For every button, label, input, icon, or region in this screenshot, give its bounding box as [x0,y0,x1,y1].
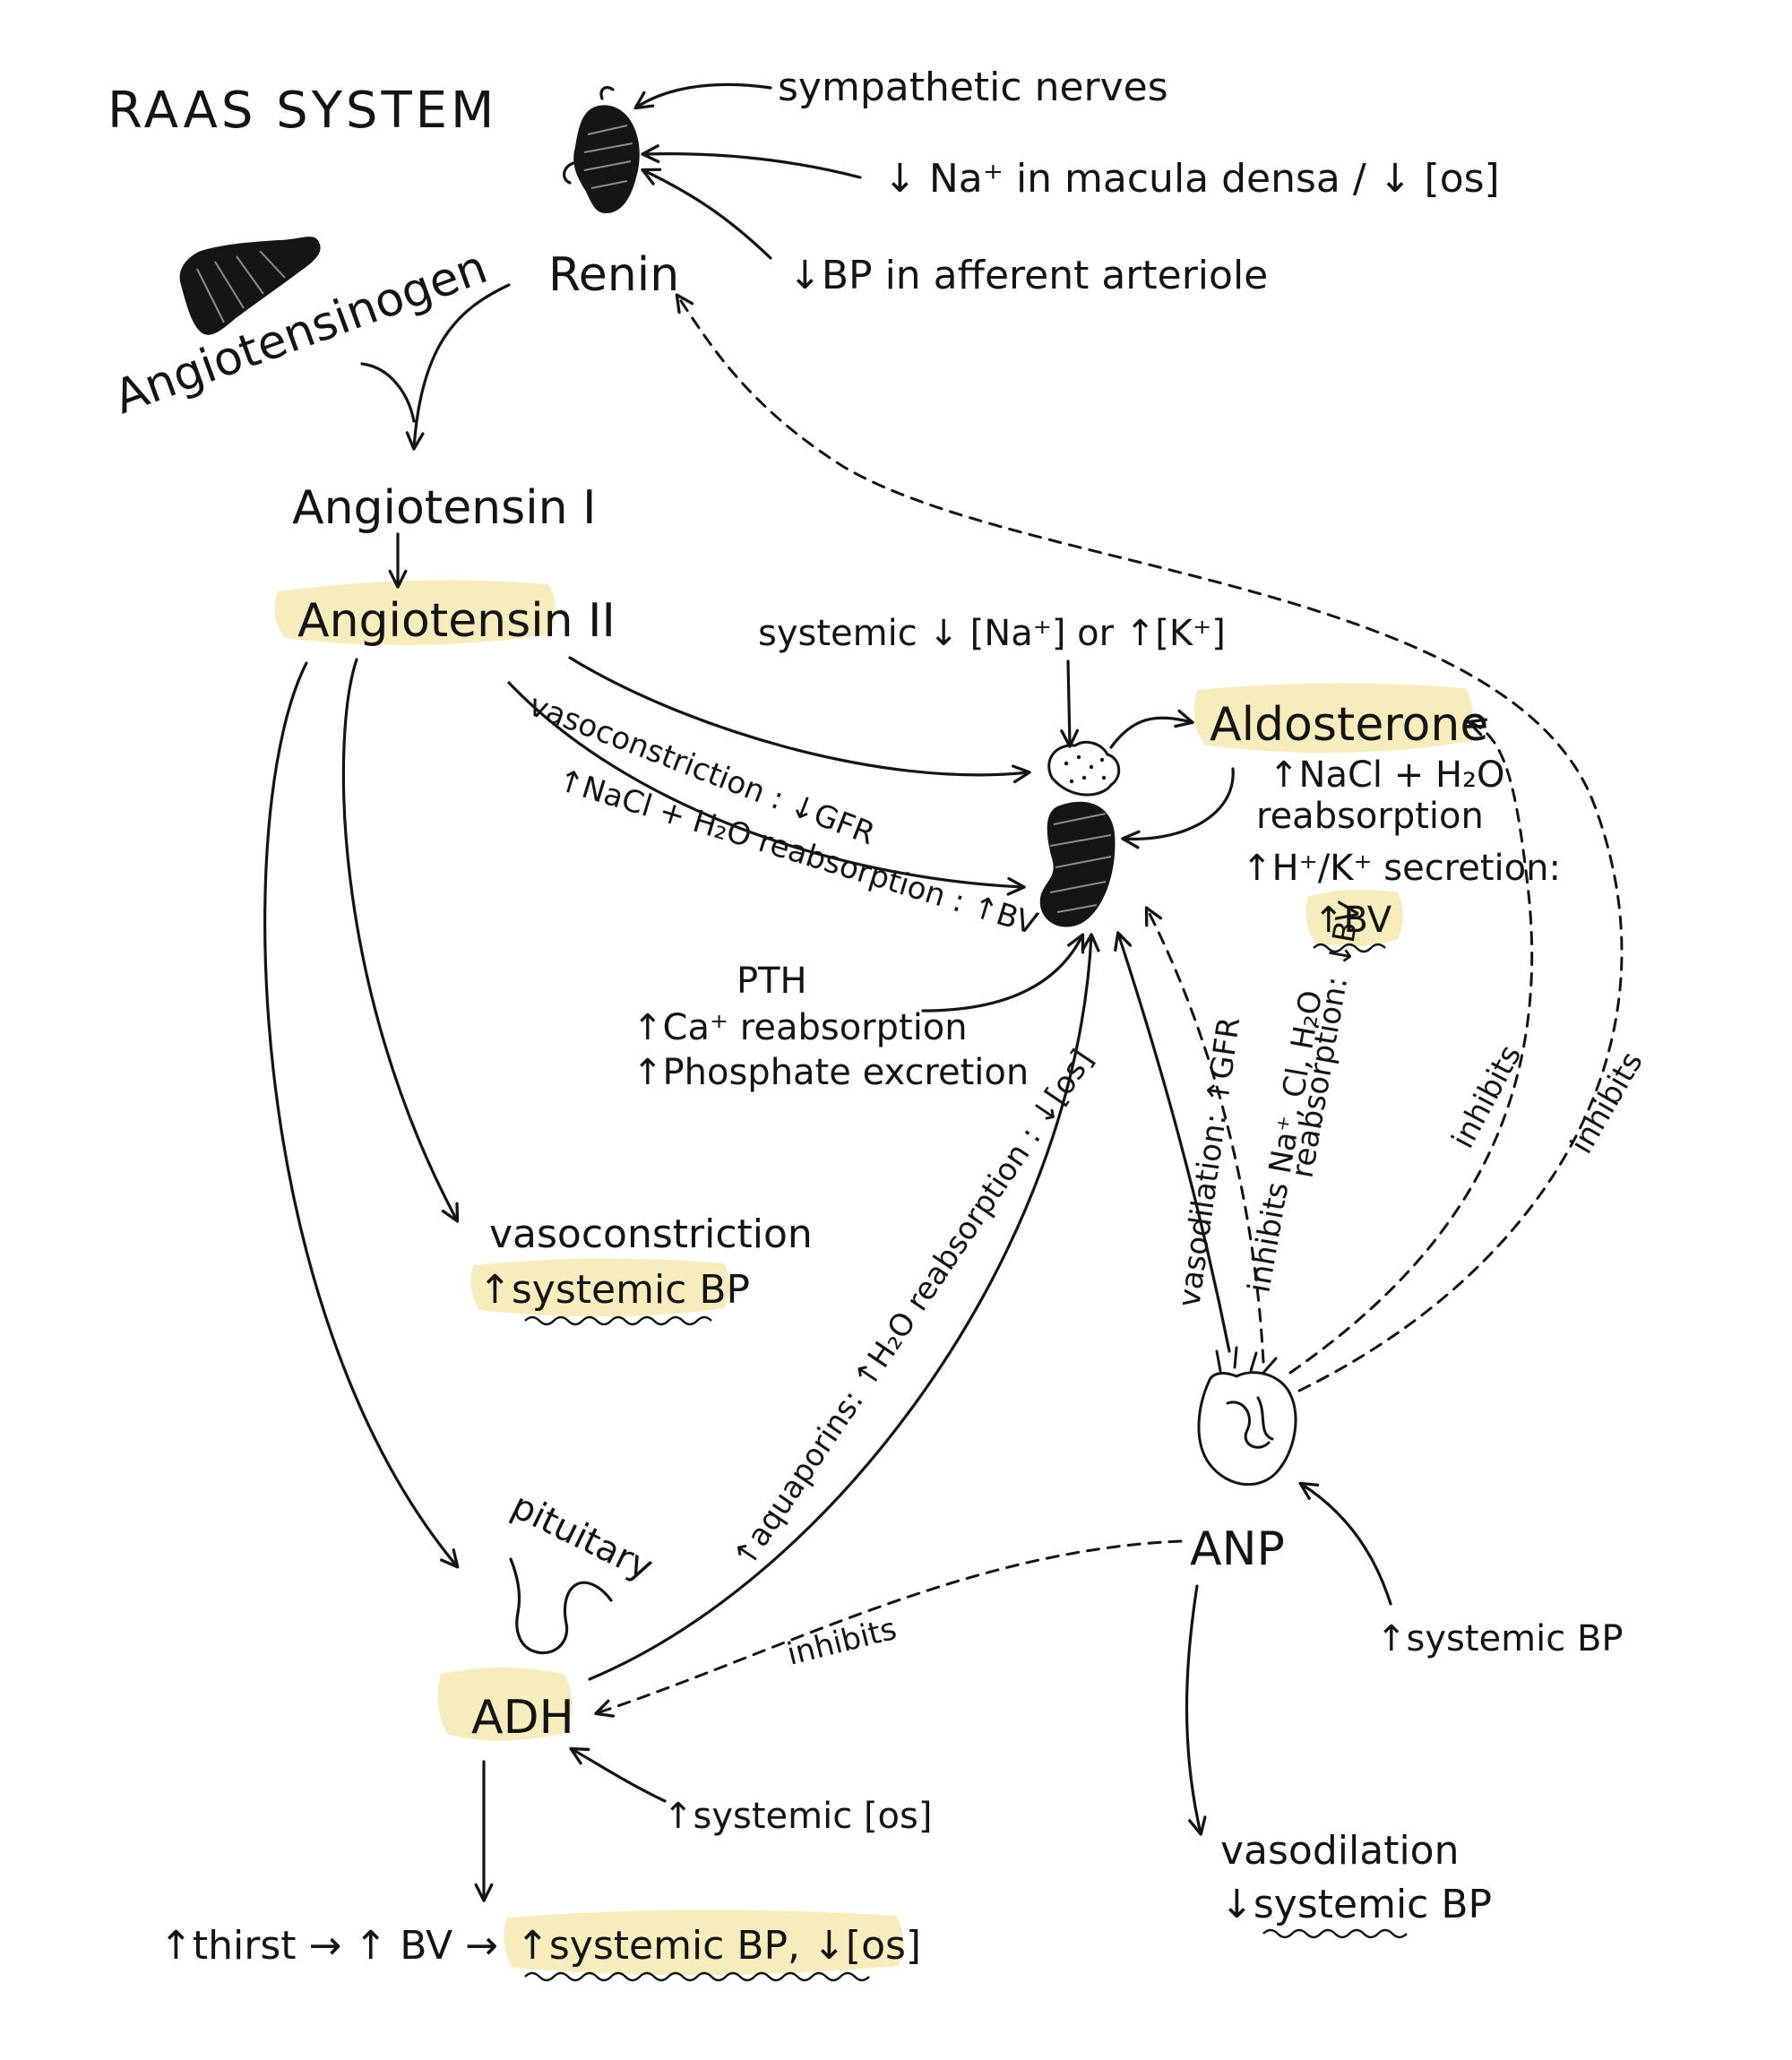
arrow-aldosterone-kidney [1121,767,1235,849]
heart-icon [1197,1346,1297,1487]
arrow-ang2-adrenal [568,656,1031,784]
stimulus-sympathetic: sympathetic nerves [778,65,1168,110]
diagram-title: RAAS SYSTEM [108,82,497,140]
dashed-anp-adh [594,1539,1183,1718]
arrow-angiotensinogen-merge [360,362,416,423]
stimulus-afferent-bp: ↓BP in afferent arteriole [788,253,1268,298]
arrow-bp-anp [1298,1481,1392,1606]
node-angiotensin2: Angiotensin II [297,594,616,648]
squiggle-adh-outcome [524,1971,870,1982]
arrow-bp-renin [641,168,772,260]
dashed-anp-renin [675,293,1624,1392]
highlight-angiotensin2 [274,580,556,646]
node-anp: ANP [1190,1522,1285,1576]
stimulus-macula-densa: ↓ Na⁺ in macula densa / ↓ [os] [883,156,1500,202]
highlight-adh-outcome [504,1909,904,1976]
arrow-macula-renin [641,144,862,179]
arrow-adh-kidney [588,933,1100,1681]
arrow-sympathetic-renin [633,82,772,110]
dashed-anp-kidney [1144,906,1265,1364]
liver-icon [179,237,321,335]
anp-kidney-vasodilation: vasodilation: ↑GFR [1171,1015,1247,1310]
dashed-arrows [594,293,1624,1718]
solid-arrows [263,82,1392,1902]
arrow-renin-ang1 [405,283,511,451]
squiggle-vasoconstriction-bp [524,1315,712,1326]
highlights [274,580,1473,1976]
node-angiotensin1: Angiotensin I [292,481,597,535]
highlight-adh [437,1668,573,1741]
arrow-ang2-adh [263,661,460,1569]
arrow-ang2-vasoconstriction [341,658,460,1223]
node-adh: ADH [471,1691,574,1745]
pituitary-icon [509,1557,613,1655]
vasoconstriction-label: vasoconstriction [489,1211,813,1257]
arrow-anp-vasodilation [1185,1584,1207,1836]
aldosterone-effect-1: ↑NaCl + H₂O [1269,754,1505,796]
inhibits-renin-label: inhibits [1564,1046,1650,1159]
highlight-aldosterone [1193,683,1473,754]
squiggle-aldosterone-bv [1313,943,1386,953]
arrow-pth-kidney [921,933,1085,1013]
aldosterone-effect-2: reabsorption [1256,796,1484,837]
node-aldosterone: Aldosterone [1210,698,1488,752]
dashed-anp-aldosterone [1288,718,1534,1375]
anp-outcome-bp: ↓systemic BP [1220,1882,1492,1927]
stimulus-adrenal: systemic ↓ [Na⁺] or ↑[K⁺] [758,613,1226,654]
squiggle-underlines [524,943,1408,1982]
adh-kidney-label: ↑aquaporins: ↑H₂O reabsorption : ↓[os] [726,1043,1100,1574]
adrenal-kidney-icon [1039,740,1121,927]
arrow-adrenal-aldosterone [1109,709,1194,749]
adh-outcome-chain: ↑thirst → ↑ BV → [159,1923,498,1969]
pth-effect-2: ↑Phosphate excretion [633,1052,1029,1093]
stimulus-systemic-bp: ↑systemic BP [1376,1618,1624,1659]
aldosterone-effect-3: ↑H⁺/K⁺ secretion: [1242,848,1561,889]
highlight-vasoconstriction-bp [470,1258,730,1317]
arrow-os-adh [569,1746,667,1803]
kidney-icon [563,86,640,213]
pth-label: PTH [737,961,807,1002]
squiggle-anp-outcome [1262,1928,1408,1939]
arrow-stimulus-adrenal [1060,659,1080,748]
highlight-aldosterone-bv [1305,889,1403,947]
adh-outcome-result: ↑systemic BP, ↓[os] [516,1923,921,1969]
pth-effect-1: ↑Ca⁺ reabsorption [633,1007,968,1048]
arrow-anp-kidney [1114,931,1231,1353]
node-renin: Renin [548,248,679,302]
stimulus-systemic-os: ↑systemic [os] [663,1796,932,1837]
arrow-ang2-kidney [507,681,1026,896]
vasoconstriction-bp: ↑systemic BP [478,1267,750,1313]
inhibits-aldosterone-label: inhibits [1445,1039,1529,1154]
anp-outcome-label: vasodilation [1220,1828,1459,1874]
node-pituitary: pituitary [505,1486,659,1589]
aldosterone-effect-4: ↑BV [1314,900,1392,941]
